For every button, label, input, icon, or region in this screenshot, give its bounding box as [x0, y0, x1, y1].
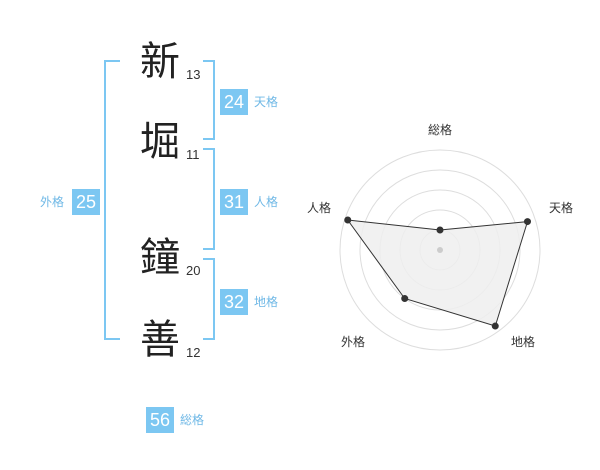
tenkaku-bracket [203, 60, 215, 140]
stroke-count-3: 20 [186, 263, 201, 278]
radar-point [436, 226, 444, 234]
name-char-1: 新 [140, 39, 180, 85]
radar-point [523, 218, 531, 226]
name-char-4: 善 [140, 317, 180, 363]
tenkaku-value: 24 [220, 89, 248, 115]
name-char-3: 鐘 [140, 235, 180, 281]
radar-point [401, 295, 409, 303]
soukaku-label: 総格 [180, 413, 205, 427]
chikaku-label: 地格 [254, 295, 279, 309]
radar-grid-ring [339, 149, 541, 351]
radar-grid-ring [359, 169, 521, 331]
gaikaku-value: 25 [72, 189, 100, 215]
name-char-2: 堀 [140, 119, 180, 165]
stroke-count-4: 12 [186, 345, 201, 360]
radar-center-dot [437, 247, 443, 253]
radar-points [344, 216, 531, 330]
radar-axis-label-chikaku: 地格 [511, 334, 535, 349]
radar-axis-label-gaikaku: 外格 [341, 334, 365, 349]
soukaku-value: 56 [146, 407, 174, 433]
gaikaku-bracket [104, 60, 120, 340]
radar-point [491, 322, 499, 330]
jinkaku-value: 31 [220, 189, 248, 215]
jinkaku-bracket [203, 148, 215, 250]
radar-area [346, 219, 529, 327]
stroke-count-1: 13 [186, 67, 201, 82]
chikaku-value: 32 [220, 289, 248, 315]
chikaku-bracket [203, 258, 215, 340]
tenkaku-label: 天格 [254, 95, 279, 109]
stroke-count-2: 11 [186, 147, 200, 162]
radar-axis-label-tenkaku: 天格 [549, 200, 573, 215]
radar-axis-label-jinkaku: 人格 [307, 200, 331, 215]
radar-point [344, 216, 352, 224]
gaikaku-label: 外格 [40, 195, 65, 209]
jinkaku-label: 人格 [254, 195, 279, 209]
radar-axis-label-soukaku: 総格 [428, 122, 452, 137]
